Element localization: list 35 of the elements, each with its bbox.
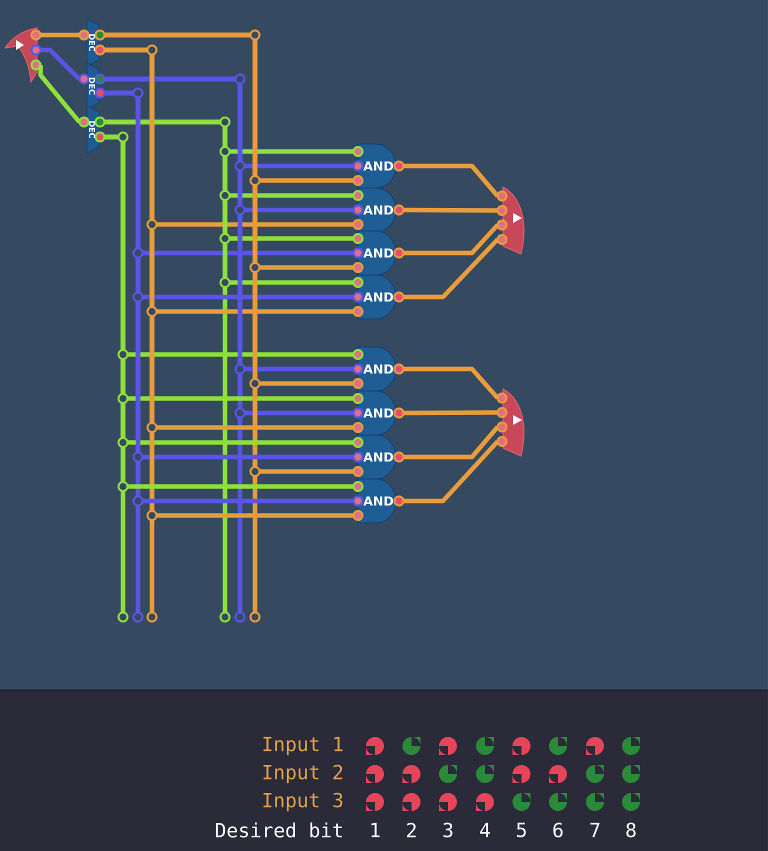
io-pin-component xyxy=(496,388,524,456)
row-label: Desired bit xyxy=(216,822,342,838)
wire xyxy=(404,223,500,256)
wire xyxy=(404,208,498,213)
and-gate: AND xyxy=(352,230,404,276)
wire xyxy=(404,410,498,416)
row-label: Input 2 xyxy=(264,764,342,784)
and-gate: AND xyxy=(352,434,404,480)
and-gate: AND xyxy=(352,274,404,320)
row-label: Input 1 xyxy=(264,736,342,756)
bit-number: 2 xyxy=(407,822,416,838)
wire xyxy=(404,426,500,460)
wire xyxy=(404,440,500,504)
wire xyxy=(38,64,82,124)
wire xyxy=(40,32,80,38)
bit-number: 8 xyxy=(626,822,636,838)
bit-number: 4 xyxy=(480,822,490,838)
and-gate: AND xyxy=(352,144,404,188)
and-gate: AND xyxy=(352,188,404,232)
bit-number: 3 xyxy=(443,822,452,838)
bit-number: 6 xyxy=(553,822,563,838)
bit-number: 5 xyxy=(517,822,526,838)
io-pin-component xyxy=(4,28,42,82)
wire xyxy=(40,48,81,81)
and-gate: AND xyxy=(352,478,404,524)
wire xyxy=(404,238,500,300)
bit-number: 1 xyxy=(371,822,380,838)
row-label: Input 3 xyxy=(264,792,342,812)
wire xyxy=(404,164,500,198)
wire xyxy=(104,120,354,285)
io-pin-component xyxy=(496,186,524,254)
and-gate: AND xyxy=(352,346,404,392)
and-gate: AND xyxy=(352,390,404,436)
bit-number: 7 xyxy=(590,822,600,838)
wire xyxy=(404,366,500,400)
